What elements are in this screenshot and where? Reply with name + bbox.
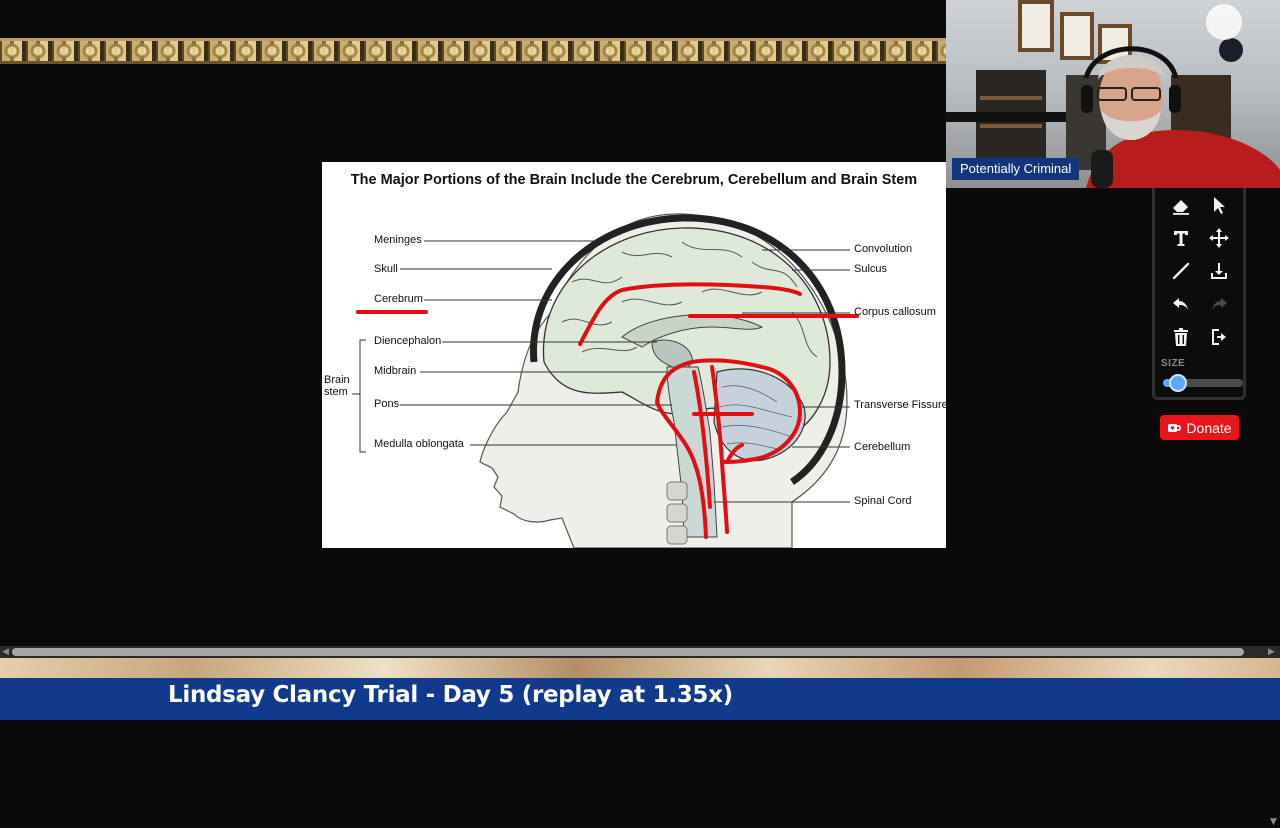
- brain-illustration: [352, 213, 859, 548]
- vertical-scrollbar[interactable]: ▼: [1267, 188, 1280, 827]
- label-transverse-fissure: Transverse Fissure: [854, 399, 948, 411]
- label-meninges: Meninges: [374, 234, 422, 246]
- label-convolution: Convolution: [854, 243, 913, 255]
- label-stem: stem: [324, 386, 348, 398]
- move-icon[interactable]: [1207, 226, 1231, 250]
- size-slider-thumb[interactable]: [1169, 374, 1188, 392]
- webcam-scene: [946, 0, 1280, 188]
- donate-label: Donate: [1186, 419, 1232, 436]
- label-corpus-callosum: Corpus callosum: [854, 306, 936, 318]
- horizontal-scrollbar-thumb[interactable]: [12, 648, 1244, 656]
- label-midbrain: Midbrain: [374, 365, 417, 377]
- label-brain: Brain: [324, 374, 350, 386]
- label-skull: Skull: [374, 263, 398, 275]
- label-pons: Pons: [374, 398, 400, 410]
- label-cerebellum: Cerebellum: [854, 441, 911, 453]
- scroll-left-arrow[interactable]: ◀: [2, 647, 9, 657]
- exit-icon[interactable]: [1207, 325, 1231, 349]
- stream-title: Lindsay Clancy Trial - Day 5 (replay at …: [168, 682, 733, 708]
- label-diencephalon: Diencephalon: [374, 335, 442, 347]
- horizontal-scrollbar[interactable]: ◀ ▶: [0, 646, 1280, 658]
- size-label: SIZE: [1161, 358, 1186, 369]
- scroll-down-arrow[interactable]: ▼: [1270, 817, 1277, 827]
- label-cerebrum: Cerebrum: [374, 293, 423, 305]
- trash-icon[interactable]: [1169, 325, 1193, 349]
- slide-title: The Major Portions of the Brain Include …: [350, 172, 918, 188]
- download-icon[interactable]: [1207, 259, 1231, 283]
- label-sulcus: Sulcus: [854, 263, 888, 275]
- stream-title-banner: Lindsay Clancy Trial - Day 5 (replay at …: [0, 678, 1280, 720]
- webcam-feed: Potentially Criminal: [946, 0, 1280, 188]
- label-medulla-oblongata: Medulla oblongata: [374, 438, 464, 450]
- undo-icon[interactable]: [1169, 292, 1193, 316]
- scroll-right-arrow[interactable]: ▶: [1268, 647, 1275, 657]
- brain-diagram-slide: The Major Portions of the Brain Include …: [322, 162, 948, 548]
- eraser-icon[interactable]: [1169, 193, 1193, 217]
- redo-icon[interactable]: [1207, 292, 1231, 316]
- marble-decor-strip: [0, 658, 1280, 680]
- size-slider[interactable]: [1163, 374, 1243, 392]
- webcam-name-tag: Potentially Criminal: [952, 158, 1080, 180]
- pointer-icon[interactable]: [1207, 193, 1231, 217]
- label-spinal-cord: Spinal Cord: [854, 495, 912, 507]
- drawing-toolbox: SIZE: [1152, 188, 1246, 400]
- coffee-cup-icon: [1168, 423, 1182, 432]
- donate-button[interactable]: Donate: [1160, 415, 1239, 440]
- ornamental-frame-border: [0, 38, 946, 64]
- text-icon[interactable]: [1169, 226, 1193, 250]
- line-icon[interactable]: [1169, 259, 1193, 283]
